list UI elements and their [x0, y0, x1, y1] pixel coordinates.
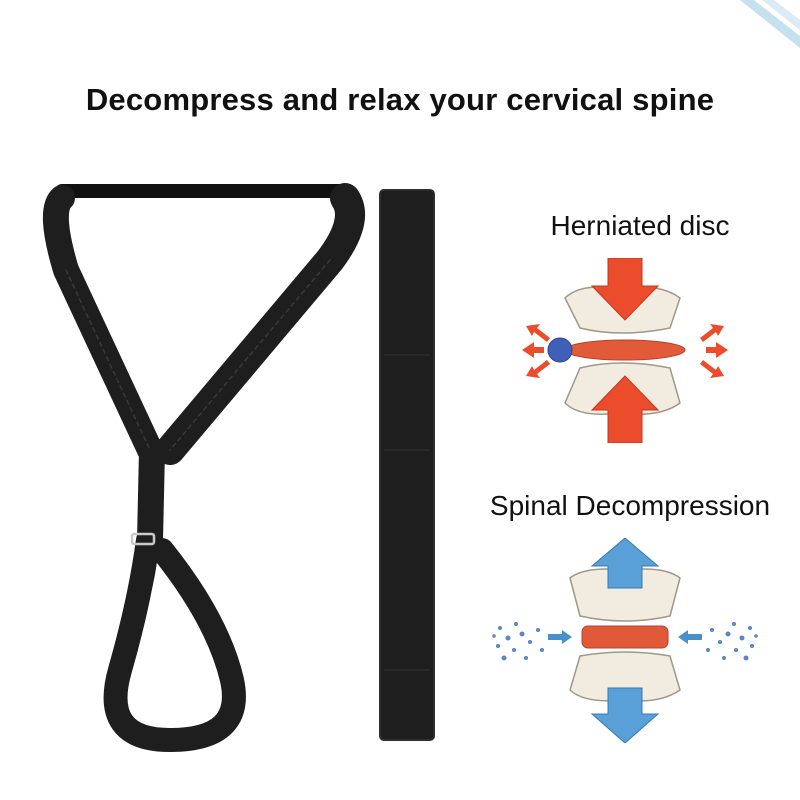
herniated-disc-label: Herniated disc: [550, 210, 730, 241]
handle-bar: [55, 184, 355, 198]
buckle: [130, 532, 156, 546]
spinal-decompression-diagram: [492, 538, 758, 743]
headline: Decompress and relax your cervical spine: [85, 82, 715, 117]
separate-strap: [379, 189, 435, 741]
fluid-dots-right: [706, 622, 758, 661]
decompress-down-arrow: [590, 687, 660, 743]
traction-strap: [42, 183, 365, 752]
product-image: [42, 183, 435, 752]
herniated-disc-diagram: [522, 258, 728, 443]
compress-down-arrow: [590, 258, 660, 321]
corner-stripes: [740, 0, 800, 48]
decompress-up-arrow: [590, 538, 660, 589]
herniation-bulge: [547, 337, 573, 363]
spinal-decompression-label: Spinal Decompression: [489, 490, 771, 521]
compress-up-arrow: [590, 375, 660, 443]
fluid-dots-left: [492, 622, 544, 661]
